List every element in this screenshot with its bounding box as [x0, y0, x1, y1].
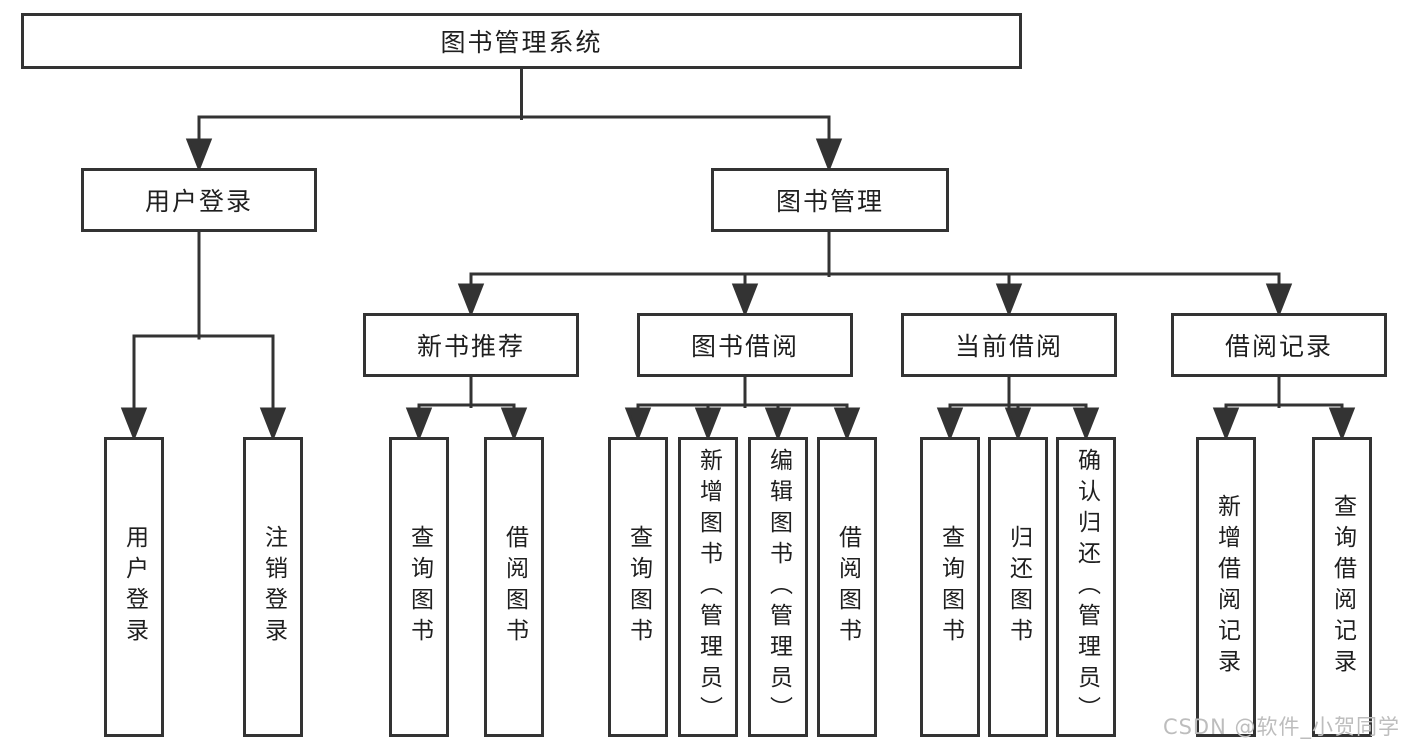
node-label: 图书借阅: [690, 332, 799, 361]
node-label: 用户登录: [144, 187, 253, 216]
node-label: 当前借阅: [954, 332, 1063, 361]
leaf-edit-books-admin: 编辑图书（管理员）: [748, 437, 808, 737]
leaf-label: 新增借阅记录: [1213, 494, 1240, 680]
leaf-label: 编辑图书（管理员）: [765, 447, 792, 727]
leaf-add-borrow-record: 新增借阅记录: [1196, 437, 1256, 737]
leaf-borrow-books: 借阅图书: [484, 437, 544, 737]
leaf-label: 注销登录: [260, 525, 287, 649]
node-label: 图书管理系统: [440, 28, 603, 57]
leaf-confirm-return-admin: 确认归还（管理员）: [1056, 437, 1116, 737]
node-borrowing-records: 借阅记录: [1171, 313, 1387, 377]
leaf-label: 查询图书: [625, 525, 652, 649]
node-new-book-recommend: 新书推荐: [363, 313, 579, 377]
leaf-label: 查询借阅记录: [1329, 494, 1356, 680]
node-current-borrowing: 当前借阅: [901, 313, 1117, 377]
leaf-query-books: 查询图书: [920, 437, 980, 737]
node-label: 图书管理: [775, 187, 884, 216]
leaf-user-login: 用户登录: [104, 437, 164, 737]
leaf-query-books: 查询图书: [389, 437, 449, 737]
leaf-query-books: 查询图书: [608, 437, 668, 737]
node-book-borrowing: 图书借阅: [637, 313, 853, 377]
leaf-return-books: 归还图书: [988, 437, 1048, 737]
node-book-management: 图书管理: [711, 168, 949, 232]
leaf-query-borrow-record: 查询借阅记录: [1312, 437, 1372, 737]
leaf-logout: 注销登录: [243, 437, 303, 737]
leaf-label: 确认归还（管理员）: [1073, 447, 1100, 727]
leaf-label: 查询图书: [406, 525, 433, 649]
leaf-label: 借阅图书: [501, 525, 528, 649]
leaf-label: 新增图书（管理员）: [695, 447, 722, 727]
node-user-login: 用户登录: [81, 168, 317, 232]
leaf-borrow-books: 借阅图书: [817, 437, 877, 737]
node-label: 新书推荐: [416, 332, 525, 361]
leaf-add-books-admin: 新增图书（管理员）: [678, 437, 738, 737]
watermark: CSDN @软件_小贺同学: [1162, 715, 1400, 739]
node-root-system: 图书管理系统: [21, 13, 1022, 69]
leaf-label: 查询图书: [937, 525, 964, 649]
leaf-label: 归还图书: [1005, 525, 1032, 649]
leaf-label: 用户登录: [121, 525, 148, 649]
node-label: 借阅记录: [1224, 332, 1333, 361]
leaf-label: 借阅图书: [834, 525, 861, 649]
